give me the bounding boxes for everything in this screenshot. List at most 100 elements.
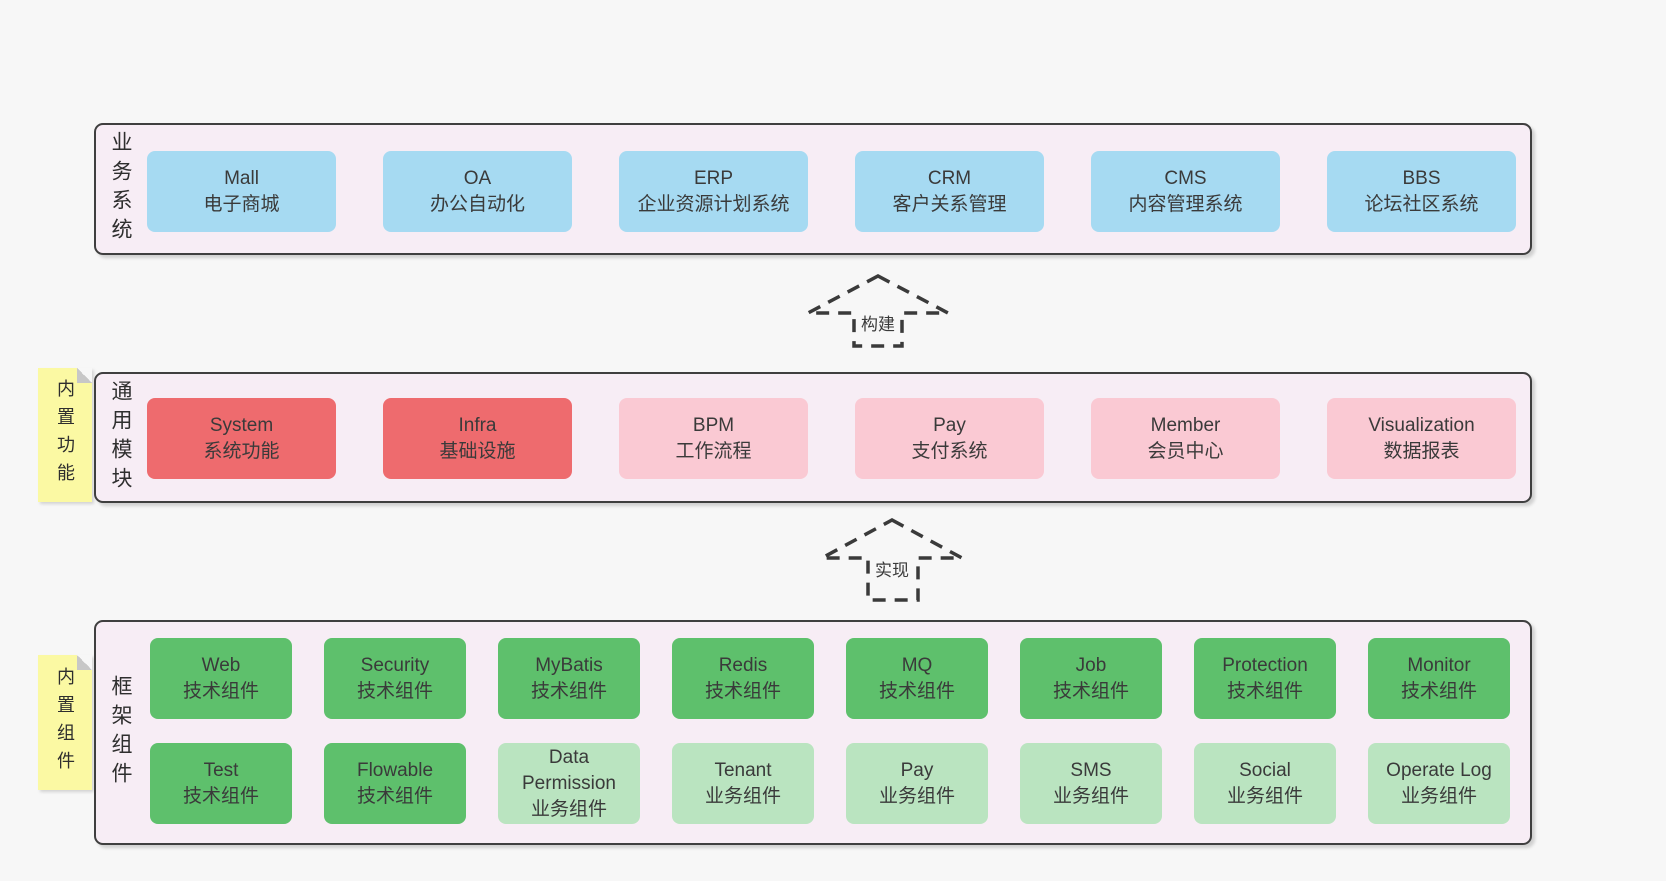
sticky-label: 内置组件 (55, 666, 75, 779)
node-desc: 技术组件 (878, 680, 955, 702)
node-name: MQ (901, 654, 933, 676)
node-name: System (209, 414, 274, 436)
node-system: System 系统功能 (147, 398, 336, 479)
node-desc: 内容管理系统 (1128, 193, 1243, 215)
node-tenant: Tenant 业务组件 (672, 743, 814, 824)
node-desc: 会员中心 (1147, 440, 1224, 462)
node-name: Job (1075, 654, 1107, 676)
sticky-note-builtin-functions: 内置功能 (38, 368, 92, 502)
panel-modules-title: 通用模块 (109, 379, 132, 496)
node-social: Social 业务组件 (1194, 743, 1336, 824)
panel-framework-components: 框架组件 Web 技术组件 Security 技术组件 MyBatis 技术组件… (94, 620, 1532, 845)
node-desc: 技术组件 (1226, 680, 1303, 702)
node-job: Job 技术组件 (1020, 638, 1162, 719)
node-bbs: BBS 论坛社区系统 (1327, 151, 1516, 232)
node-desc: 业务组件 (704, 785, 781, 807)
node-infra: Infra 基础设施 (383, 398, 572, 479)
node-desc: 数据报表 (1383, 440, 1460, 462)
node-name: Flowable (356, 759, 434, 781)
node-monitor: Monitor 技术组件 (1368, 638, 1510, 719)
node-desc: 办公自动化 (429, 193, 525, 215)
node-oa: OA 办公自动化 (383, 151, 572, 232)
node-member: Member 会员中心 (1091, 398, 1280, 479)
node-crm: CRM 客户关系管理 (855, 151, 1044, 232)
node-desc: 技术组件 (530, 680, 607, 702)
node-name: Security (360, 654, 430, 676)
node-desc: 支付系统 (911, 440, 988, 462)
node-desc: 业务组件 (1052, 785, 1129, 807)
node-name: Pay (900, 759, 934, 781)
node-desc: 技术组件 (1052, 680, 1129, 702)
node-name: Social (1239, 759, 1291, 781)
node-name: CRM (927, 167, 972, 189)
panel-business-title: 业务系统 (109, 131, 132, 247)
sticky-note-builtin-components: 内置组件 (38, 655, 92, 790)
folded-corner-icon (77, 368, 92, 383)
node-desc: 业务组件 (530, 798, 607, 820)
implement-arrow-icon (821, 518, 963, 602)
node-desc: 业务组件 (1400, 785, 1477, 807)
node-desc: 工作流程 (675, 440, 752, 462)
node-operate-log: Operate Log 业务组件 (1368, 743, 1510, 824)
folded-corner-icon (77, 655, 92, 670)
node-name: Mall (224, 167, 259, 189)
node-data-permission: Data Permission 业务组件 (498, 743, 640, 824)
node-name: Infra (458, 414, 497, 436)
node-sms: SMS 业务组件 (1020, 743, 1162, 824)
node-desc: 技术组件 (356, 785, 433, 807)
node-bpm: BPM 工作流程 (619, 398, 808, 479)
node-security: Security 技术组件 (324, 638, 466, 719)
node-name: Data Permission (522, 746, 616, 794)
panel-business-systems: 业务系统 Mall 电子商城 OA 办公自动化 ERP 企业资源计划系统 CRM… (94, 123, 1532, 255)
node-mq: MQ 技术组件 (846, 638, 988, 719)
node-pay-biz: Pay 业务组件 (846, 743, 988, 824)
node-erp: ERP 企业资源计划系统 (619, 151, 808, 232)
node-redis: Redis 技术组件 (672, 638, 814, 719)
node-desc: 业务组件 (878, 785, 955, 807)
node-desc: 客户关系管理 (892, 193, 1007, 215)
node-name: Monitor (1407, 654, 1471, 676)
node-desc: 技术组件 (356, 680, 433, 702)
node-desc: 企业资源计划系统 (637, 193, 790, 215)
framework-node-row-1: Web 技术组件 Security 技术组件 MyBatis 技术组件 Redi… (150, 638, 1510, 719)
node-name: ERP (693, 167, 734, 189)
node-name: Visualization (1368, 414, 1475, 436)
node-desc: 系统功能 (203, 440, 280, 462)
node-name: CMS (1164, 167, 1207, 189)
node-flowable: Flowable 技术组件 (324, 743, 466, 824)
sticky-label: 内置功能 (55, 379, 75, 491)
build-arrow-label: 构建 (858, 309, 898, 336)
node-name: Pay (933, 414, 966, 436)
node-pay: Pay 支付系统 (855, 398, 1044, 479)
node-desc: 技术组件 (182, 680, 259, 702)
node-desc: 基础设施 (439, 440, 516, 462)
framework-node-row-2: Test 技术组件 Flowable 技术组件 Data Permission … (150, 743, 1510, 824)
node-name: Redis (718, 654, 768, 676)
panel-framework-title: 框架组件 (109, 674, 132, 791)
node-name: Tenant (714, 759, 772, 781)
node-web: Web 技术组件 (150, 638, 292, 719)
node-mybatis: MyBatis 技术组件 (498, 638, 640, 719)
node-desc: 业务组件 (1226, 785, 1303, 807)
business-node-row: Mall 电子商城 OA 办公自动化 ERP 企业资源计划系统 CRM 客户关系… (147, 151, 1516, 232)
node-name: Operate Log (1386, 759, 1492, 781)
module-node-row: System 系统功能 Infra 基础设施 BPM 工作流程 Pay 支付系统… (147, 398, 1516, 479)
node-name: Member (1150, 414, 1221, 436)
node-protection: Protection 技术组件 (1194, 638, 1336, 719)
node-name: OA (463, 167, 492, 189)
node-cms: CMS 内容管理系统 (1091, 151, 1280, 232)
node-name: Test (203, 759, 239, 781)
node-mall: Mall 电子商城 (147, 151, 336, 232)
node-name: BBS (1402, 167, 1441, 189)
node-name: Web (201, 654, 241, 676)
node-name: MyBatis (535, 654, 603, 676)
node-desc: 技术组件 (704, 680, 781, 702)
node-visualization: Visualization 数据报表 (1327, 398, 1516, 479)
node-test: Test 技术组件 (150, 743, 292, 824)
panel-common-modules: 通用模块 System 系统功能 Infra 基础设施 BPM 工作流程 Pay… (94, 372, 1532, 503)
node-desc: 电子商城 (203, 193, 280, 215)
build-arrow-icon (807, 274, 949, 348)
node-name: SMS (1070, 759, 1112, 781)
node-desc: 技术组件 (182, 785, 259, 807)
